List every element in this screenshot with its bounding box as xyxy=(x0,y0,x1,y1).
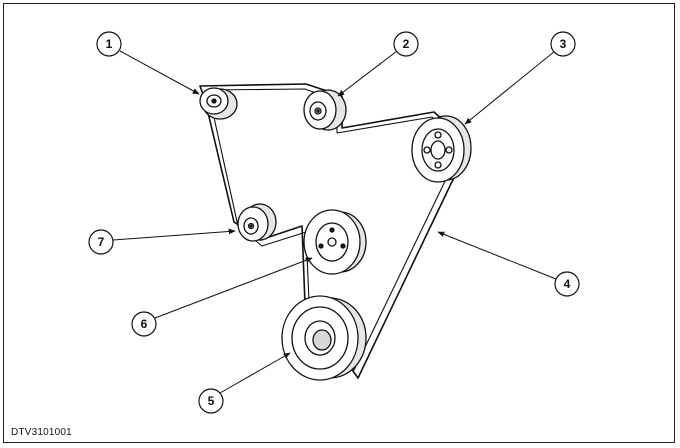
callout-4: 4 xyxy=(437,231,580,297)
figure-frame xyxy=(3,3,675,443)
callout-3: 3 xyxy=(464,31,576,125)
pulley-6-water-pump xyxy=(303,209,367,275)
pulley-2-idler xyxy=(303,89,347,131)
pulley-1-tensioner xyxy=(199,87,238,120)
pulley-5-crankshaft xyxy=(281,295,367,381)
callout-5: 5 xyxy=(198,352,291,414)
svg-text:6: 6 xyxy=(141,317,148,331)
callout-6: 6 xyxy=(131,257,313,337)
svg-text:1: 1 xyxy=(106,37,113,51)
pulley-3-generator xyxy=(411,115,472,183)
callout-2: 2 xyxy=(337,31,419,97)
svg-text:4: 4 xyxy=(564,277,571,291)
callout-1: 1 xyxy=(96,31,200,95)
figure-code: DTV3101001 xyxy=(11,427,72,438)
callout-7: 7 xyxy=(88,228,236,255)
svg-text:7: 7 xyxy=(98,235,105,249)
svg-text:5: 5 xyxy=(208,394,215,408)
svg-text:2: 2 xyxy=(403,37,410,51)
pulley-7-idler xyxy=(237,203,277,242)
svg-text:3: 3 xyxy=(560,37,567,51)
